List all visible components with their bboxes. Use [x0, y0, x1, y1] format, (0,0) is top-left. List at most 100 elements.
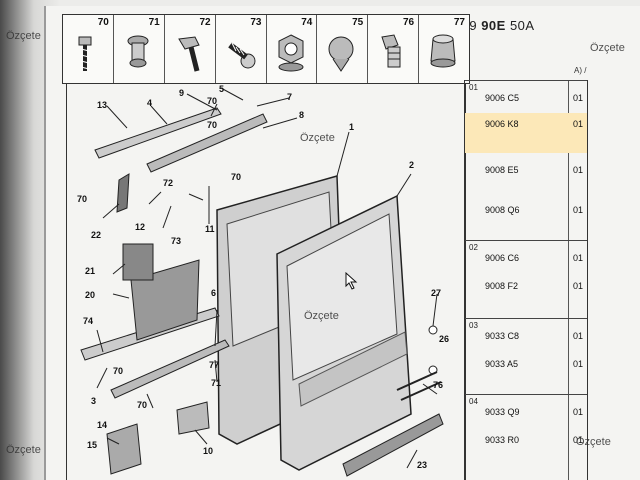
- door-assembly-drawing: [80, 87, 444, 477]
- clip-icon: [328, 36, 354, 72]
- parts-group-02: 02 9006 C6 01 9008 F2 01: [465, 240, 587, 318]
- table-row[interactable]: 9033 Q9 01: [465, 395, 587, 423]
- part-code: 9006 K8: [485, 119, 519, 129]
- callout-26[interactable]: 26: [439, 334, 450, 344]
- ref-code-suffix: 50A: [505, 18, 535, 33]
- thumb-77[interactable]: 77: [419, 15, 469, 83]
- callout-70-e[interactable]: 70: [137, 400, 148, 410]
- table-row[interactable]: 9006 C6 01: [465, 241, 587, 269]
- callout-72[interactable]: 72: [163, 178, 174, 188]
- watermark: Özçete: [576, 436, 611, 448]
- part-code: 9008 E5: [485, 165, 519, 175]
- part-qty: 01: [572, 407, 583, 417]
- thumb-70[interactable]: 70: [63, 15, 114, 83]
- callout-70-a[interactable]: 70: [77, 194, 88, 204]
- thumb-72[interactable]: 72: [165, 15, 216, 83]
- callout-73[interactable]: 73: [171, 236, 182, 246]
- callout-71[interactable]: 71: [211, 378, 222, 388]
- thumb-71[interactable]: 71: [114, 15, 165, 83]
- callout-5[interactable]: 5: [219, 84, 225, 94]
- thumb-75[interactable]: 75: [317, 15, 369, 83]
- table-row[interactable]: 9008 E5 01: [465, 153, 587, 181]
- callout-23[interactable]: 23: [417, 460, 428, 470]
- part-code: 9033 R0: [485, 435, 520, 445]
- part-code: 9033 A5: [485, 359, 519, 369]
- part-qty: 01: [572, 119, 583, 129]
- thumb-number: 75: [352, 17, 364, 28]
- callout-76[interactable]: 76: [433, 380, 444, 390]
- callout-1[interactable]: 1: [349, 122, 355, 132]
- callout-74[interactable]: 74: [83, 316, 94, 326]
- table-row[interactable]: 9033 C8 01: [465, 319, 587, 347]
- parts-list-table: 01 9006 C5 01 9006 K8 01 9008 E5 01 9008…: [464, 80, 588, 480]
- callout-11[interactable]: 11: [205, 224, 215, 234]
- watermark: Özçete: [6, 444, 41, 456]
- callout-9[interactable]: 9: [179, 88, 185, 98]
- part-qty: 01: [572, 253, 583, 263]
- part-qty: 01: [572, 165, 583, 175]
- callout-70-d[interactable]: 70: [113, 366, 124, 376]
- mouse-cursor-icon: [345, 272, 358, 290]
- callout-7[interactable]: 7: [287, 92, 293, 102]
- part-qty: 01: [572, 93, 583, 103]
- thumb-74[interactable]: 74: [267, 15, 318, 83]
- part-qty: 01: [572, 205, 583, 215]
- thumb-number: 71: [148, 17, 160, 28]
- plug-icon: [381, 34, 401, 68]
- group-id: 02: [469, 243, 478, 252]
- callout-77[interactable]: 77: [209, 360, 220, 370]
- part-code: 9033 Q9: [485, 407, 520, 417]
- callout-27[interactable]: 27: [431, 288, 442, 298]
- callout-6[interactable]: 6: [211, 288, 217, 298]
- part-code: 9033 C8: [485, 331, 520, 341]
- callout-4[interactable]: 4: [147, 98, 153, 108]
- table-row-highlighted[interactable]: 9006 K8 01: [465, 113, 587, 153]
- callout-12[interactable]: 12: [135, 222, 146, 232]
- watermark: Özçete: [300, 132, 335, 144]
- callout-3[interactable]: 3: [91, 396, 97, 406]
- nut-icon: [278, 34, 303, 72]
- thumb-73[interactable]: 73: [216, 15, 267, 83]
- callout-22[interactable]: 22: [91, 230, 102, 240]
- ref-code-bold: 90E: [481, 18, 506, 33]
- part-code: 9006 C6: [485, 253, 520, 263]
- part-qty: 01: [572, 281, 583, 291]
- part-code: 9008 Q6: [485, 205, 520, 215]
- callout-20[interactable]: 20: [85, 290, 96, 300]
- callout-21[interactable]: 21: [85, 266, 96, 276]
- qty-column-separator: [568, 80, 569, 480]
- callout-10[interactable]: 10: [203, 446, 214, 456]
- table-header-label: A) /: [574, 66, 587, 75]
- thumb-number: 77: [453, 17, 465, 28]
- part-qty: 01: [572, 359, 583, 369]
- table-row[interactable]: 9008 Q6 01: [465, 193, 587, 221]
- callout-13[interactable]: 13: [97, 100, 108, 110]
- group-id: 01: [469, 83, 478, 92]
- fastener-thumbnail-strip: 70 71 72 73 74: [62, 14, 470, 84]
- group-id: 04: [469, 397, 478, 406]
- watermark: Özçete: [6, 30, 41, 42]
- table-row[interactable]: 9008 F2 01: [465, 269, 587, 297]
- watermark: Özçete: [590, 42, 625, 54]
- thumb-number: 70: [97, 17, 109, 28]
- callout-8[interactable]: 8: [299, 110, 305, 120]
- part-code: 9008 F2: [485, 281, 519, 291]
- thumb-number: 72: [199, 17, 211, 28]
- callout-70-f[interactable]: 70: [207, 96, 218, 106]
- callout-14[interactable]: 14: [97, 420, 108, 430]
- callout-2[interactable]: 2: [409, 160, 415, 170]
- part-qty: 01: [572, 331, 583, 341]
- thumb-number: 73: [250, 17, 262, 28]
- bolt-icon: [177, 36, 200, 72]
- callout-15[interactable]: 15: [87, 440, 98, 450]
- thumb-76[interactable]: 76: [368, 15, 420, 83]
- callout-70-c[interactable]: 70: [231, 172, 242, 182]
- right-margin: [588, 40, 640, 480]
- screw-icon: [78, 36, 92, 71]
- thumb-number: 76: [403, 17, 415, 28]
- callout-70-b[interactable]: 70: [207, 120, 218, 130]
- table-row[interactable]: 9033 A5 01: [465, 347, 587, 375]
- table-row[interactable]: 9006 C5 01: [465, 81, 587, 109]
- table-row[interactable]: 9033 R0 01: [465, 423, 587, 451]
- exploded-parts-diagram: 1 2 3 4 5 6 7 8 9 10 11 12 13 14 15 20 2…: [66, 84, 466, 480]
